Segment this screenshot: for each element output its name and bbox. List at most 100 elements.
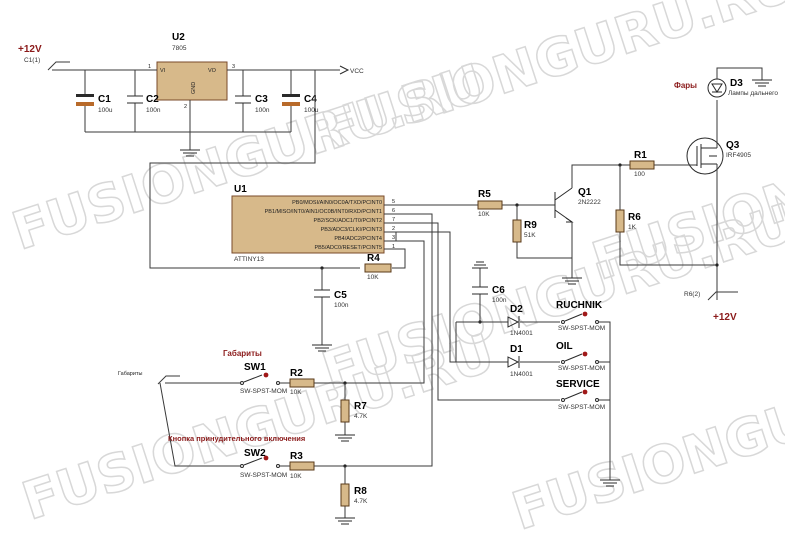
ground-icon xyxy=(312,344,332,352)
u1-pin-pb1: PB1/MISO/INT0/AIN1/OC0B/INT0/RXD/PCINT1 xyxy=(265,209,382,215)
resistor-r3 xyxy=(289,461,315,471)
q3-symbol xyxy=(696,144,717,168)
u1-pin-pb2: PB2/SCK/ADC1/T0/PCINT2 xyxy=(314,218,382,224)
d1-value: 1N4001 xyxy=(510,371,533,378)
c4-value: 100u xyxy=(304,107,319,114)
q3-ref: Q3 xyxy=(726,140,740,151)
switch-ruchnik[interactable] xyxy=(561,311,599,324)
junction-dot xyxy=(715,263,719,267)
u1-pin-pb0: PB0/MOSI/AIN0/OC0A/TXD/PCINT0 xyxy=(292,200,382,206)
vcc-out-label: VCC xyxy=(350,68,364,75)
u1-pin-pb3: PB3/ADC3/CLKI/PCINT3 xyxy=(321,227,382,233)
switch-sw2[interactable] xyxy=(240,455,280,468)
service-ref: SERVICE xyxy=(556,379,600,390)
c5-ref: C5 xyxy=(334,290,347,301)
gabarity-caption: Габариты xyxy=(223,349,262,358)
watermark-group: FUSIONGURU.RU FUSIONGURU.RU FUSIONGURU.R… xyxy=(5,0,785,534)
lamp-d3 xyxy=(707,78,727,98)
c6-value: 100n xyxy=(492,297,507,304)
wire-r9 xyxy=(516,205,572,259)
oil-value: SW-SPST-MOM xyxy=(558,365,605,372)
u1-ref: U1 xyxy=(234,184,247,195)
resistor-r2 xyxy=(289,378,315,388)
wire-switch-gnd-rail xyxy=(599,321,611,480)
r6-ref: R6 xyxy=(628,212,641,223)
d3-ref: D3 xyxy=(730,78,743,89)
u2-pin-vo: VO xyxy=(208,68,217,74)
u1-pin-pb5: PB5/ADC0/RESET/PCINT5 xyxy=(314,245,382,251)
switch-oil-button xyxy=(582,351,588,357)
switch-sw2-contact xyxy=(276,464,280,468)
switch-sw2-lever xyxy=(243,457,263,466)
switch-oil-contact xyxy=(595,360,599,364)
sw1-value: SW-SPST-MOM xyxy=(240,388,287,395)
ground-icon xyxy=(752,79,772,87)
resistor-r6 xyxy=(615,209,625,233)
r5-value: 10K xyxy=(478,211,490,218)
c2-ref: C2 xyxy=(146,94,159,105)
resistor-r1 xyxy=(629,160,655,170)
switch-oil-lever xyxy=(564,353,583,362)
resistor-r4 xyxy=(364,263,392,273)
switch-ruchnik-contact xyxy=(595,320,599,324)
switch-sw1-button xyxy=(263,372,269,378)
r3-ref: R3 xyxy=(290,451,303,462)
u1-pin-num-7: 7 xyxy=(392,217,395,223)
ruchnik-ref: RUCHNIK xyxy=(556,300,603,311)
switch-service[interactable] xyxy=(561,389,599,402)
watermark: FUSIONGURU.RU xyxy=(505,333,785,534)
ground-icon xyxy=(562,277,582,285)
u1-pin-num-1: 1 xyxy=(392,244,395,250)
u2-value: 7805 xyxy=(172,45,187,52)
switch-sw2-button xyxy=(263,455,269,461)
wire-pb2-service xyxy=(384,222,560,401)
lamp-d3-diode xyxy=(711,83,723,93)
c1-value: 100u xyxy=(98,107,113,114)
terminal-c1-symbol xyxy=(47,61,70,71)
c6-symbol xyxy=(472,286,488,295)
resistor-r9 xyxy=(512,219,522,243)
u1-pin-num-3: 3 xyxy=(392,235,395,241)
switch-ruchnik-contact xyxy=(561,320,565,324)
u2-pin-gnd: GND xyxy=(191,82,197,94)
u2-ref: U2 xyxy=(172,32,185,43)
switch-service-button xyxy=(582,389,588,395)
ground-icon xyxy=(335,517,355,525)
c1-plate-top xyxy=(76,94,94,97)
gabarity-terminal-label: Габариты xyxy=(118,371,142,377)
vcc-out-arrow xyxy=(339,65,350,75)
sw2-ref: SW2 xyxy=(244,448,266,459)
c4-plate-bottom xyxy=(282,102,300,106)
sw1-ref: SW1 xyxy=(244,362,266,373)
switch-service-contact xyxy=(561,398,565,402)
mcu-u1 xyxy=(231,195,385,254)
output-terminal: R6(2) xyxy=(684,291,700,298)
u2-pin3: 3 xyxy=(232,64,235,70)
ground-icon xyxy=(600,479,620,487)
r6-value: 1K xyxy=(628,224,637,231)
c1-ref: C1 xyxy=(98,94,111,105)
wire-gabarity-feed xyxy=(159,382,240,467)
d2-value: 1N4001 xyxy=(510,330,533,337)
ground-icon xyxy=(335,434,355,442)
r9-value: 51K xyxy=(524,232,536,239)
resistor-r8 xyxy=(340,483,350,507)
force-button-caption: Кнопка принудительного включения xyxy=(168,434,305,443)
switch-oil[interactable] xyxy=(561,351,599,364)
u2-pin2: 2 xyxy=(184,104,187,110)
wire-pb5-r4 xyxy=(384,248,406,269)
diode-d1 xyxy=(507,356,520,368)
wire-r6 xyxy=(619,165,717,266)
c5-symbol xyxy=(314,289,330,298)
q1-ref: Q1 xyxy=(578,187,592,198)
c4-ref: C4 xyxy=(304,94,317,105)
c5-value: 100n xyxy=(334,302,349,309)
switch-sw1-contact xyxy=(276,381,280,385)
vcc-in-label: +12V xyxy=(18,44,42,55)
d1-ref: D1 xyxy=(510,344,523,355)
wire-pb3-oil xyxy=(384,231,496,363)
switch-sw1[interactable] xyxy=(240,372,280,385)
switch-ruchnik-button xyxy=(582,311,588,317)
r9-ref: R9 xyxy=(524,220,537,231)
